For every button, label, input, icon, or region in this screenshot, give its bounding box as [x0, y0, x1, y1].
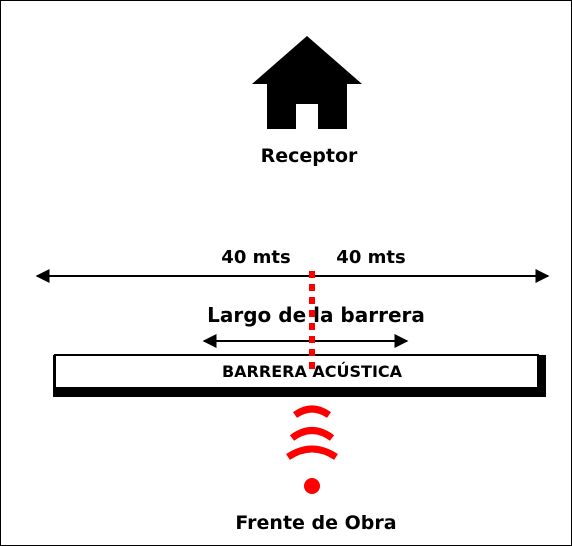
house-icon	[252, 36, 362, 130]
left-distance-label: 40 mts	[221, 247, 290, 268]
acoustic-barrier	[53, 354, 546, 397]
sound-source-icon	[286, 405, 338, 494]
right-distance-label: 40 mts	[336, 247, 405, 268]
barrier-length-label: Largo de la barrera	[207, 303, 425, 327]
barrier-label: BARRERA ACÚSTICA	[222, 362, 403, 381]
receptor-label: Receptor	[261, 145, 358, 167]
source-label: Frente de Obra	[235, 512, 396, 534]
